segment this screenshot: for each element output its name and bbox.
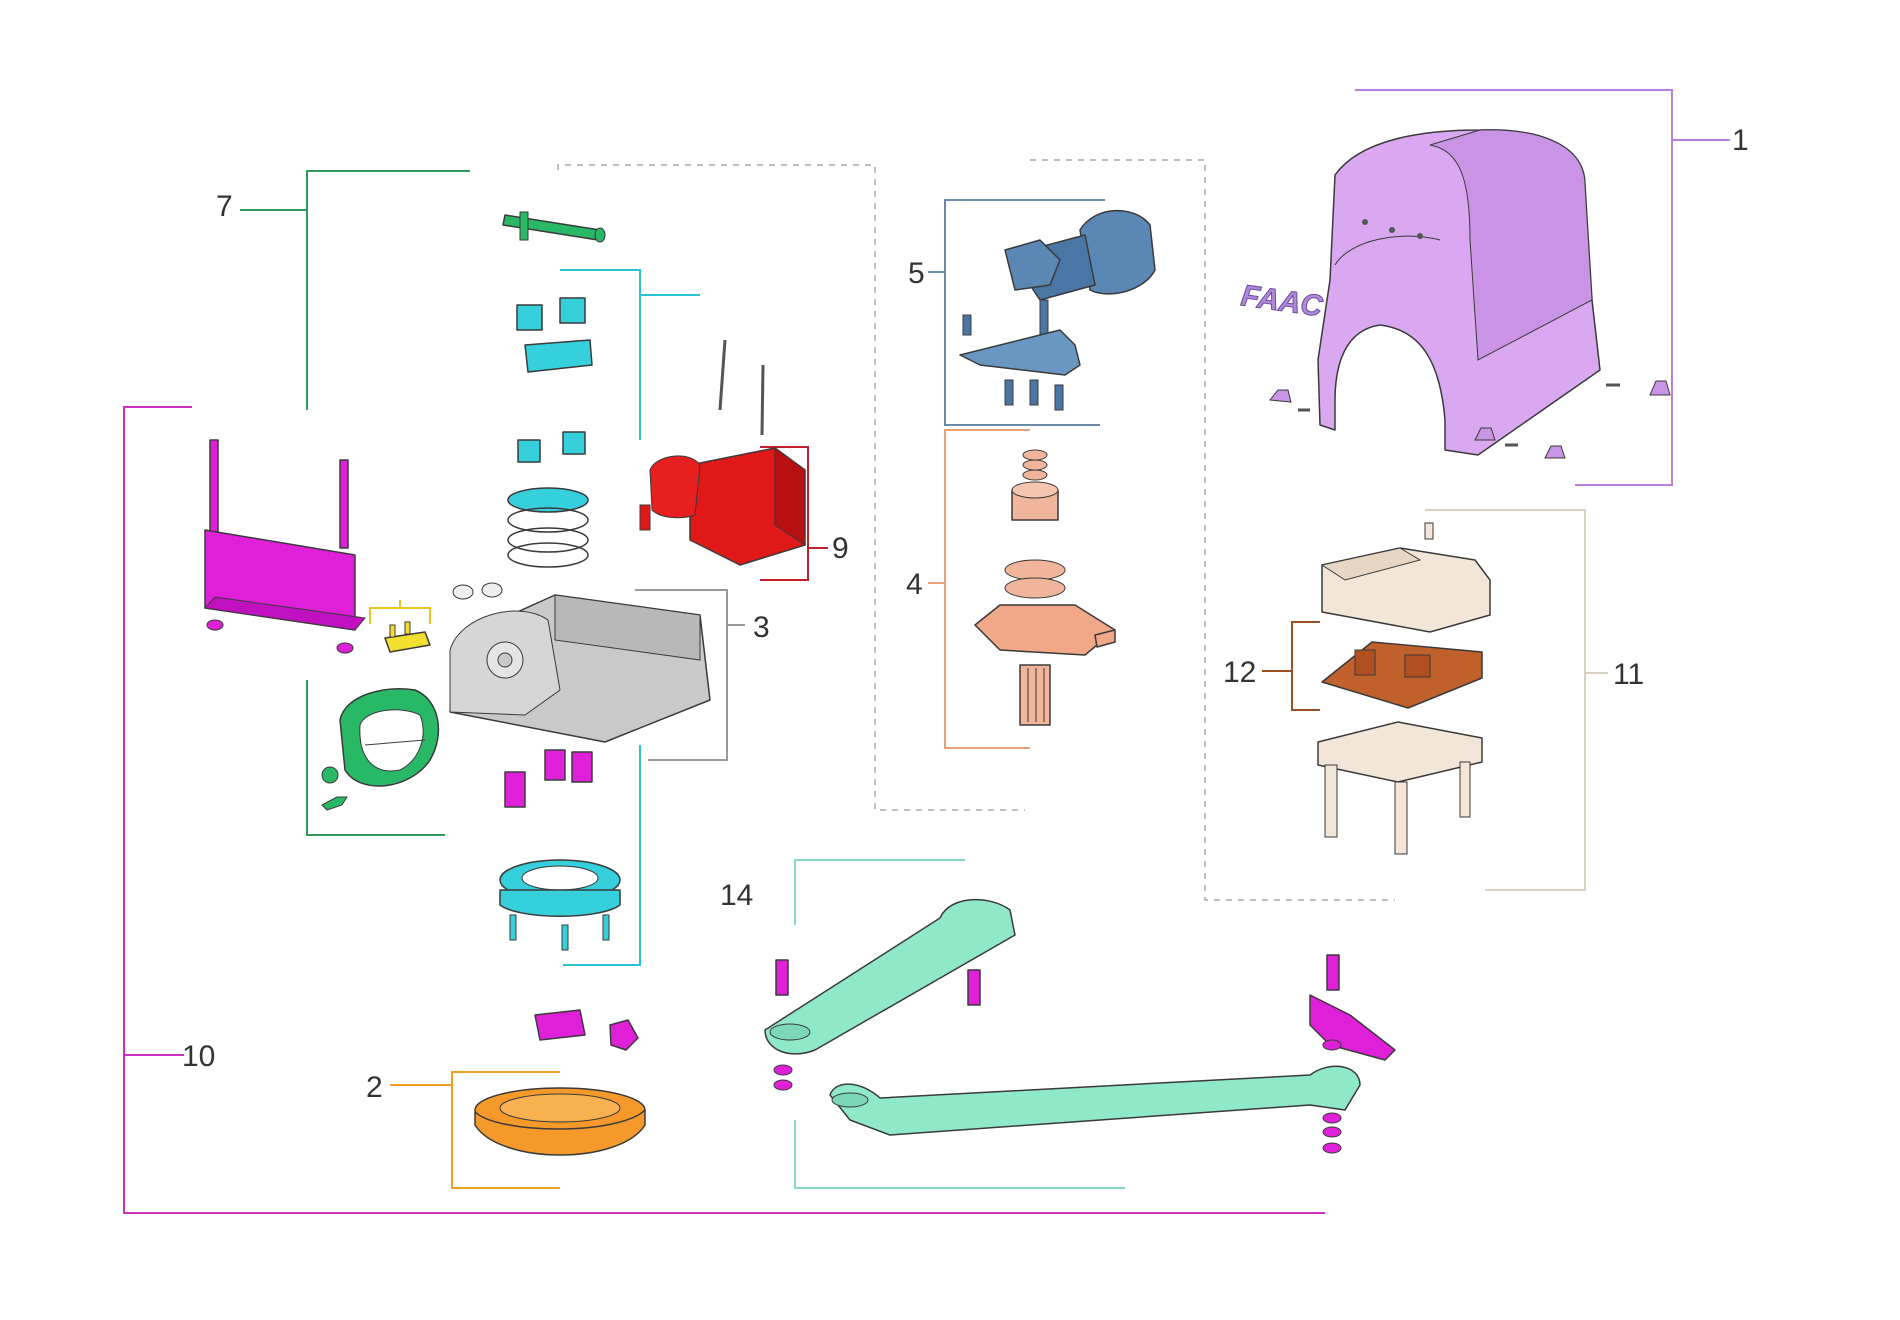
faac-logo: FAAC — [1239, 279, 1326, 323]
dashed-group-outlines — [557, 159, 1395, 901]
callout-11: 11 — [1613, 658, 1644, 691]
bracket-2 — [390, 1071, 560, 1189]
callout-1: 1 — [1732, 124, 1749, 157]
bracket-14 — [794, 859, 1125, 1189]
callout-9: 9 — [832, 532, 849, 565]
cyan-base-ring — [499, 859, 621, 951]
callout-2: 2 — [366, 1071, 383, 1104]
magenta-mounting-plate — [203, 439, 639, 1051]
bracket-5 — [928, 199, 1105, 426]
bracket-9 — [760, 446, 828, 581]
bracket-cyan-upper — [560, 269, 700, 440]
callout-7: 7 — [216, 190, 233, 223]
red-transformer — [639, 339, 806, 566]
bracket-11 — [1425, 509, 1608, 891]
bracket-7 — [240, 170, 470, 836]
magenta-glands — [504, 749, 593, 808]
control-board-housing — [1317, 522, 1491, 855]
callout-3: 3 — [753, 611, 770, 644]
bracket-10 — [123, 406, 1325, 1214]
bracket-12 — [1262, 621, 1320, 711]
gear-assembly — [974, 449, 1116, 726]
base-box — [449, 582, 711, 743]
callout-4: 4 — [906, 568, 923, 601]
bracket-3 — [635, 589, 745, 761]
bracket-cyan-lower — [563, 745, 641, 966]
callout-5: 5 — [908, 257, 925, 290]
callout-12: 12 — [1223, 656, 1256, 689]
cover-housing: FAAC — [1239, 129, 1671, 459]
orange-base-cover — [474, 1087, 646, 1156]
cyan-gear-parts — [507, 297, 593, 568]
yellow-terminal — [369, 600, 431, 653]
bracket-1 — [1355, 89, 1730, 486]
operator-arms — [764, 898, 1361, 1136]
motor-assembly — [959, 209, 1156, 411]
green-parts — [321, 211, 606, 811]
bracket-4 — [928, 429, 1030, 749]
callout-10: 10 — [182, 1040, 215, 1073]
callout-14: 14 — [720, 879, 753, 912]
arm-hardware — [773, 954, 1396, 1154]
